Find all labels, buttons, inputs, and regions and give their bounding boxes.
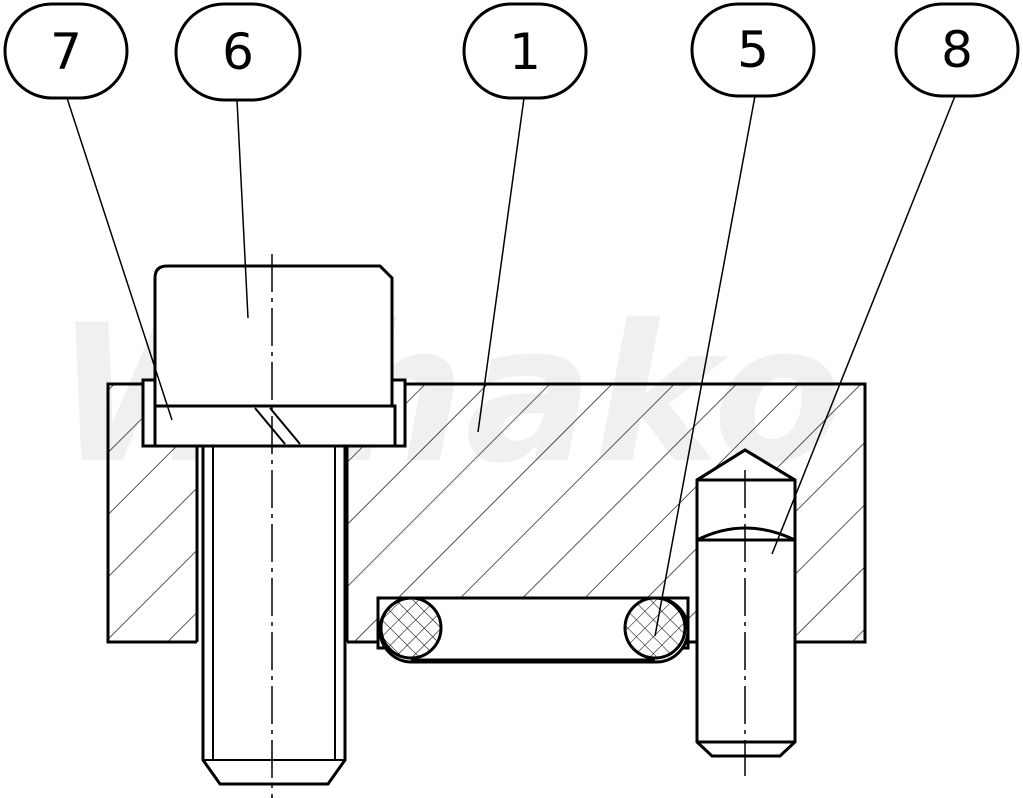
- balloon-6-label: 6: [222, 23, 254, 81]
- screw-head: [153, 264, 394, 408]
- screw-shank: [201, 444, 347, 786]
- leader-1: [477, 97, 525, 433]
- leader-7: [66, 97, 173, 421]
- balloon-7: 7: [3, 2, 129, 100]
- leader-8: [771, 95, 956, 555]
- balloon-8: 8: [894, 2, 1020, 98]
- balloon-6: 6: [174, 2, 302, 102]
- balloon-7-label: 7: [50, 23, 82, 81]
- balloon-5-label: 5: [737, 21, 769, 79]
- balloon-1: 1: [462, 2, 588, 100]
- leader-5: [654, 95, 756, 637]
- o-ring: [378, 596, 690, 664]
- dowel-pin: [695, 448, 797, 758]
- washer: [153, 404, 397, 448]
- balloon-8-label: 8: [941, 21, 973, 79]
- leader-6: [236, 99, 249, 319]
- balloon-1-label: 1: [509, 23, 541, 81]
- balloon-5: 5: [690, 2, 816, 98]
